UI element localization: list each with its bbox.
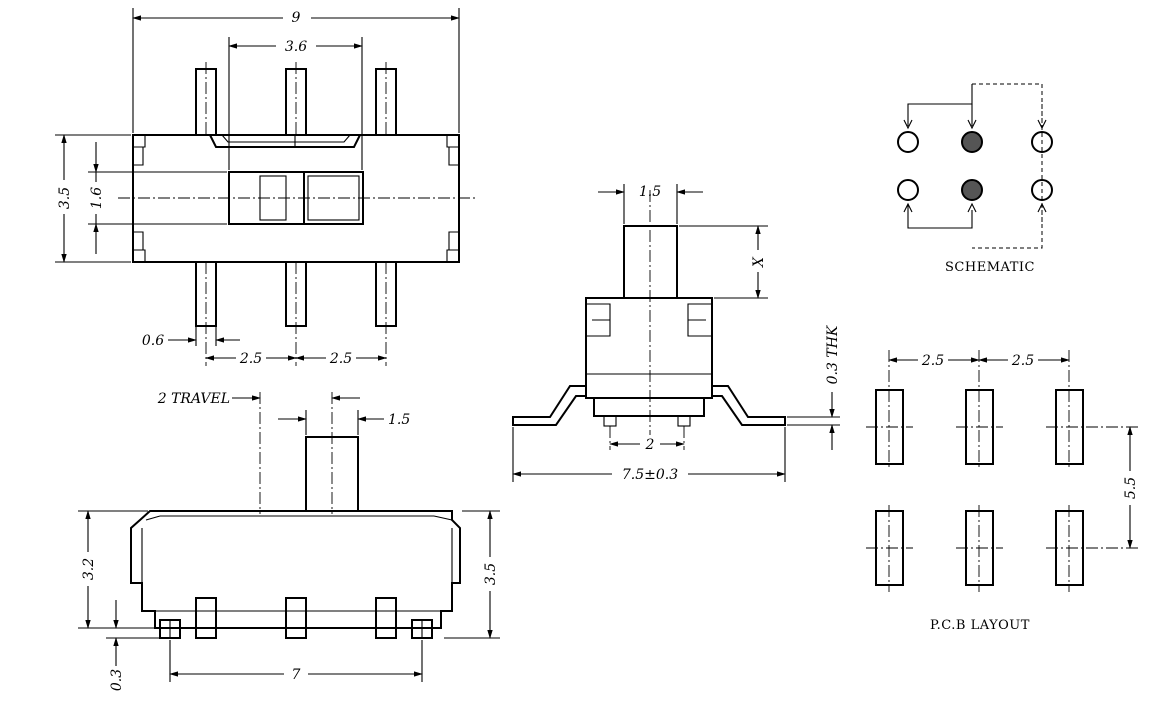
top-view-slot-inner [221, 134, 351, 147]
dim-knob-label: 1.6 [89, 187, 105, 209]
pcb-layout-label: P.C.B LAYOUT [930, 618, 1030, 633]
pcb-centerlines [866, 350, 1140, 592]
side-view-leg [285, 597, 307, 639]
dim-span-label: 7.5±0.3 [622, 467, 678, 483]
dim-travel-label: 2 TRAVEL [157, 391, 230, 407]
end-view: 1.5 X 0.3 THK 2 7.5±0.3 [512, 184, 841, 483]
dim-slot-label: 3.6 [285, 39, 307, 55]
schematic-label: SCHEMATIC [945, 260, 1035, 275]
schematic-terminal-open [897, 131, 919, 153]
dim-width-label: 9 [292, 10, 301, 26]
dim-pitch-left-label: 2.5 [239, 351, 262, 367]
dim-body-height-label: 3.2 [81, 558, 97, 580]
end-view-lead-left [512, 385, 586, 426]
end-view-body [585, 297, 713, 399]
dim-end-actuator-label: 1.5 [639, 184, 661, 200]
end-view-pin [677, 415, 691, 427]
side-view-body [130, 510, 461, 629]
top-view-corner-notches [133, 135, 459, 262]
top-view-slot [209, 134, 361, 148]
schematic: SCHEMATIC [897, 83, 1053, 275]
schematic-terminal-open [1031, 179, 1053, 201]
dim-height-label: 3.5 [57, 187, 73, 209]
schematic-terminal-open [1031, 131, 1053, 153]
dim-actuator-label: 1.5 [388, 412, 410, 428]
pcb-pitch-right-label: 2.5 [1011, 353, 1034, 369]
end-view-clip-right [687, 303, 712, 337]
dim-x-label: X [751, 256, 767, 268]
schematic-terminal-common [961, 179, 983, 201]
side-view: 2 TRAVEL 1.5 3.2 3.5 0.3 7 [78, 391, 500, 691]
schematic-terminal-common [961, 131, 983, 153]
dim-thk-label: 0.3 THK [825, 324, 841, 384]
schematic-wire-top [907, 84, 973, 126]
dim-total-height-label: 3.5 [483, 563, 499, 585]
dim-pin-width-label: 0.6 [142, 333, 164, 349]
end-view-clip-left [586, 303, 611, 337]
pcb-pitch-left-label: 2.5 [921, 353, 944, 369]
dim-length-label: 7 [292, 667, 301, 683]
side-view-leg [375, 597, 397, 639]
schematic-dashed-box [972, 83, 1043, 249]
dim-pin-spacing-label: 2 [645, 437, 655, 453]
schematic-wire-bottom [907, 204, 973, 229]
pcb-row-spacing-label: 5.5 [1123, 477, 1139, 499]
dim-standoff-label: 0.3 [109, 669, 125, 691]
end-view-base [593, 397, 705, 417]
side-view-top-edge [141, 515, 453, 612]
end-view-lead-right [712, 385, 786, 426]
side-view-leg [195, 597, 217, 639]
end-view-pin [603, 415, 617, 427]
pcb-layout: 2.5 2.5 5.5 P.C.B LAYOUT [866, 350, 1140, 633]
end-view-actuator [623, 225, 678, 299]
top-view-body [132, 134, 460, 263]
schematic-terminal-open [897, 179, 919, 201]
top-view: 9 3.6 3.5 1.6 0.6 2.5 2.5 [54, 8, 475, 367]
dim-pitch-right-label: 2.5 [329, 351, 352, 367]
top-view-centerlines [118, 62, 475, 366]
